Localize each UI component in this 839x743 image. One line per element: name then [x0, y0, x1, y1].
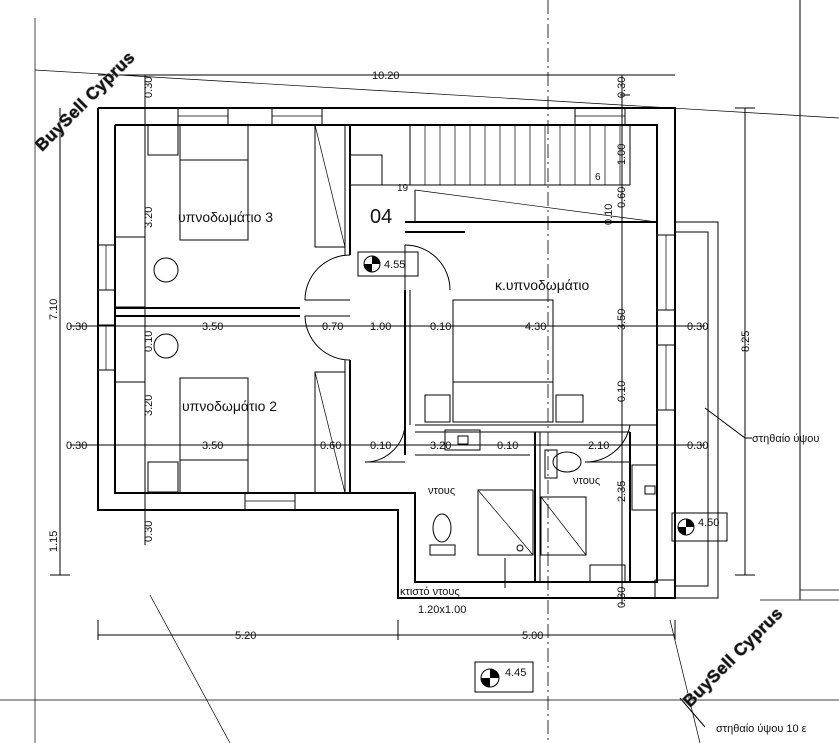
dim-row2-1: 3.50	[202, 440, 223, 452]
dim-top-right-v: 0.30	[616, 77, 628, 98]
dim-row1-3: 1.00	[370, 321, 391, 333]
dim-stair-v2: 0.60	[616, 187, 628, 208]
dim-row1-6: 0.30	[687, 321, 708, 333]
dim-bottom-right-v: 0.30	[616, 587, 628, 608]
level-upper: 4.55	[384, 259, 405, 271]
dim-row2-7: 0.30	[687, 440, 708, 452]
watermark-top-left: BuySell Cyprus	[31, 48, 138, 155]
dim-top-left-v: 0.30	[143, 77, 155, 98]
room-number: 04	[370, 206, 392, 228]
dim-stair-v3: 0.10	[603, 204, 615, 225]
dim-top-overall: 10.20	[372, 70, 400, 82]
callout-parapet-b: στηθαίο ύψου 10 ε	[716, 723, 807, 735]
dim-wall-v1: 0.10	[143, 331, 155, 352]
round-fixtures	[153, 257, 179, 359]
dim-stair-v1: 1.00	[616, 144, 628, 165]
shower-note-line-2: 1.20x1.00	[418, 604, 466, 616]
dim-bottom-left-v: 0.30	[143, 521, 155, 542]
dim-row2-6: 2.10	[588, 440, 609, 452]
stair-count: 19	[397, 183, 409, 194]
room-label-bedroom-2: υπνοδωμάτιο 2	[182, 398, 277, 414]
level-markers	[357, 251, 728, 693]
dim-row1-4: 0.10	[430, 321, 451, 333]
dim-row2-5: 0.10	[497, 440, 518, 452]
dim-master-height: 3.50	[616, 309, 628, 330]
dim-row1-2: 0.70	[322, 321, 343, 333]
callout-parapet-a: στηθαίο ύψου	[752, 433, 819, 445]
level-right: 4.50	[698, 517, 719, 529]
room-label-bedroom-3: υπνοδωμάτιο 3	[178, 209, 273, 225]
room-label-shower-1: ντους	[428, 485, 455, 497]
interior-walls	[115, 125, 657, 582]
shower-note-line-1: κτιστό ντους	[400, 586, 460, 598]
room-label-shower-2: ντους	[573, 475, 600, 487]
staircase	[349, 124, 658, 223]
dim-row1-5: 4.30	[525, 321, 546, 333]
dim-bath-height: 2.35	[616, 481, 628, 502]
dim-left-bottom: 1.15	[48, 531, 60, 552]
dim-row2-2: 0.60	[320, 440, 341, 452]
beds	[147, 124, 584, 494]
dim-row1-0: 0.30	[66, 321, 87, 333]
stair-step: 6	[595, 172, 601, 183]
room-label-master-bedroom: κ.υπνοδωμάτιο	[495, 277, 590, 293]
dimension-lines	[50, 74, 755, 728]
dim-bottom-left: 5.20	[235, 630, 256, 642]
dim-row1-1: 3.50	[202, 321, 223, 333]
windows	[97, 107, 676, 583]
level-ground: 4.45	[505, 667, 526, 679]
exterior-walls	[97, 107, 719, 599]
watermark-bottom-right: BuySell Cyprus	[679, 604, 786, 711]
dim-left-total: 7.10	[48, 299, 60, 320]
dim-bed3-height: 3.20	[143, 207, 155, 228]
dim-bottom-right: 5.00	[522, 630, 543, 642]
dim-row2-4: 3.20	[430, 440, 451, 452]
dim-row2-3: 0.10	[370, 440, 391, 452]
labels: υπνοδωμάτιο 3 υπνοδωμάτιο 2 κ.υπνοδωμάτι…	[48, 70, 819, 735]
dim-right-total: 8.25	[740, 331, 752, 352]
doors	[304, 244, 631, 463]
sanitary-fixtures	[429, 429, 658, 556]
dim-row2-0: 0.30	[66, 440, 87, 452]
dim-bed2-height: 3.20	[143, 395, 155, 416]
dim-master-v2: 0.10	[616, 381, 628, 402]
